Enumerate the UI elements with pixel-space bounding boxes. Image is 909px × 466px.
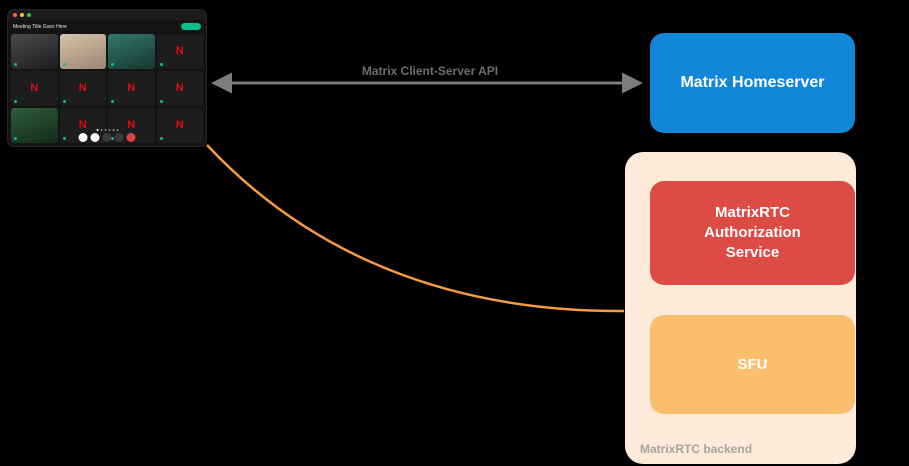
video-tile-person — [108, 34, 155, 69]
matrix-homeserver-label: Matrix Homeserver — [680, 74, 825, 91]
n-logo: N — [175, 45, 184, 57]
call-controls — [78, 129, 136, 142]
camera-button[interactable] — [90, 133, 100, 142]
meeting-title: Meeting Title Goes Here — [13, 23, 67, 30]
control-buttons — [78, 133, 136, 142]
video-tile-logo: N — [156, 108, 203, 143]
video-tile-grid: N N N N N N N N — [11, 34, 203, 143]
backend-label: MatrixRTC backend — [640, 442, 753, 456]
video-tile-person — [59, 34, 106, 69]
n-logo: N — [30, 82, 39, 94]
video-tile-person — [11, 34, 58, 69]
auth-service-box: MatrixRTC Authorization Service — [650, 181, 855, 285]
video-tile-logo: N — [59, 71, 106, 106]
auth-service-label: MatrixRTC Authorization Service — [704, 203, 801, 262]
n-logo: N — [175, 82, 184, 94]
window-minimize-button[interactable] — [20, 13, 24, 17]
window-titlebar — [8, 10, 206, 20]
video-tile-logo: N — [11, 71, 58, 106]
sfu-connection-curve — [206, 144, 625, 313]
video-tile-logo: N — [156, 34, 203, 69]
n-logo: N — [175, 119, 184, 131]
n-logo: N — [78, 82, 87, 94]
window-close-button[interactable] — [13, 13, 17, 17]
sfu-box: SFU — [650, 315, 855, 414]
video-tile-person — [11, 108, 58, 143]
n-logo: N — [127, 82, 136, 94]
n-logo: N — [78, 119, 87, 131]
video-tile-logo: N — [108, 71, 155, 106]
window-maximize-button[interactable] — [27, 13, 31, 17]
matrix-homeserver-box: Matrix Homeserver — [650, 33, 855, 133]
leave-call-button[interactable] — [126, 133, 136, 142]
call-header: Meeting Title Goes Here — [8, 20, 206, 33]
pagination-dots — [96, 129, 118, 131]
arrow-label: Matrix Client-Server API — [361, 64, 499, 78]
screenshare-button[interactable] — [102, 133, 112, 142]
mic-button[interactable] — [78, 133, 88, 142]
more-options-button[interactable] — [114, 133, 124, 142]
sfu-label: SFU — [737, 356, 768, 373]
matrixrtc-backend-container: MatrixRTC Authorization Service SFU Matr… — [625, 152, 856, 464]
n-logo: N — [127, 119, 136, 131]
video-tile-logo: N — [156, 71, 203, 106]
video-call-window: Meeting Title Goes Here N N N N N — [8, 10, 206, 146]
call-action-button[interactable] — [181, 23, 201, 30]
